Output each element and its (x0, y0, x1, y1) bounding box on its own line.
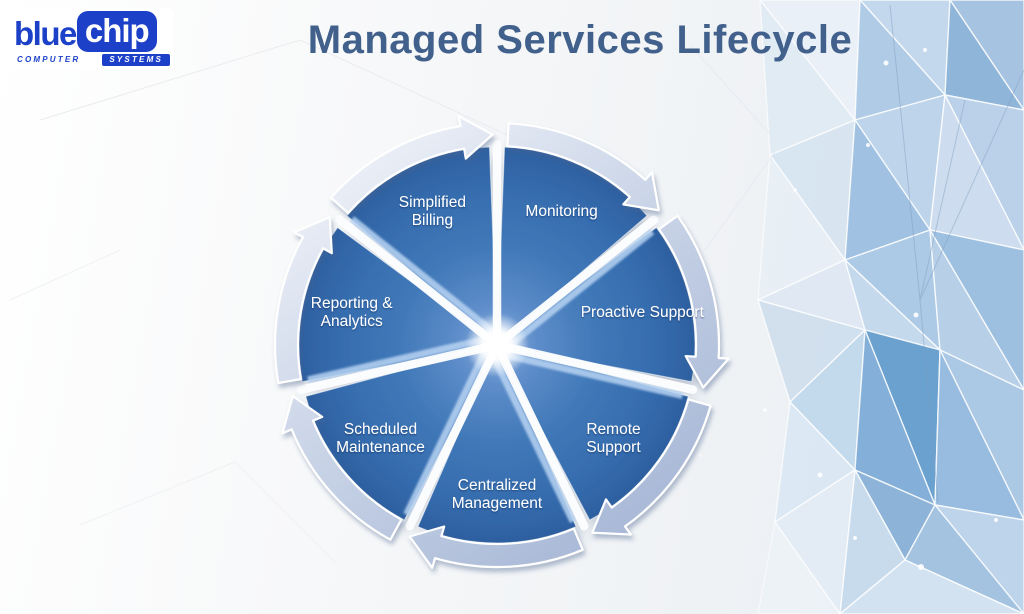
divider-line (492, 340, 589, 531)
segment-label-reporting-analytics: Reporting &Analytics (311, 295, 394, 330)
wedge-edge-highlight (403, 350, 488, 517)
center-glow (465, 313, 529, 377)
faint-mesh-lines (9, 39, 781, 563)
divider-line (405, 340, 502, 531)
accent-lines (889, 4, 1024, 503)
sparkle-dots (698, 48, 998, 570)
cycle-arrow-remote-support (591, 398, 712, 536)
logo-wordmark: blue chip (14, 11, 170, 52)
wedge-edge-highlight (506, 352, 684, 399)
logo-text-computer: COMPUTER (17, 55, 81, 65)
cycle-arrow-monitoring (506, 122, 660, 212)
center-glow-group (465, 313, 529, 377)
divider-line (492, 340, 698, 394)
bluechip-logo: blue chip COMPUTER SYSTEMS (10, 8, 174, 70)
polygon-mesh (757, 0, 1024, 614)
wedge-highlight-group (307, 153, 684, 524)
divider-line (492, 215, 659, 350)
cycle-arrow-reporting-analytics (273, 216, 333, 385)
logo-subtitle-row: COMPUTER SYSTEMS (14, 53, 170, 66)
arrow-ring-group (273, 115, 730, 569)
segment-label-monitoring: Monitoring (525, 203, 597, 220)
wedge-edge-highlight (491, 357, 577, 524)
cycle-arrow-scheduled-maintenance (281, 395, 403, 541)
divider-group (296, 139, 698, 531)
logo-text-blue: blue (14, 15, 77, 53)
logo-text-systems: SYSTEMS (102, 53, 170, 66)
page-title: Managed Services Lifecycle (307, 18, 853, 62)
divider-line (296, 340, 502, 394)
logo-text-chip: chip (84, 12, 150, 49)
segment-label-proactive-support: Proactive Support (581, 304, 705, 321)
cycle-arrow-simplified-billing (329, 115, 494, 215)
logo-chip-box: chip (76, 11, 157, 52)
divider-line (335, 215, 502, 350)
wedge-edge-highlight (509, 228, 655, 347)
cycle-arrow-centralized-management (408, 525, 584, 569)
wedge-edge-highlight (349, 216, 495, 335)
cycle-arrow-proactive-support (657, 214, 730, 389)
wedge-edge-highlight (307, 336, 485, 384)
